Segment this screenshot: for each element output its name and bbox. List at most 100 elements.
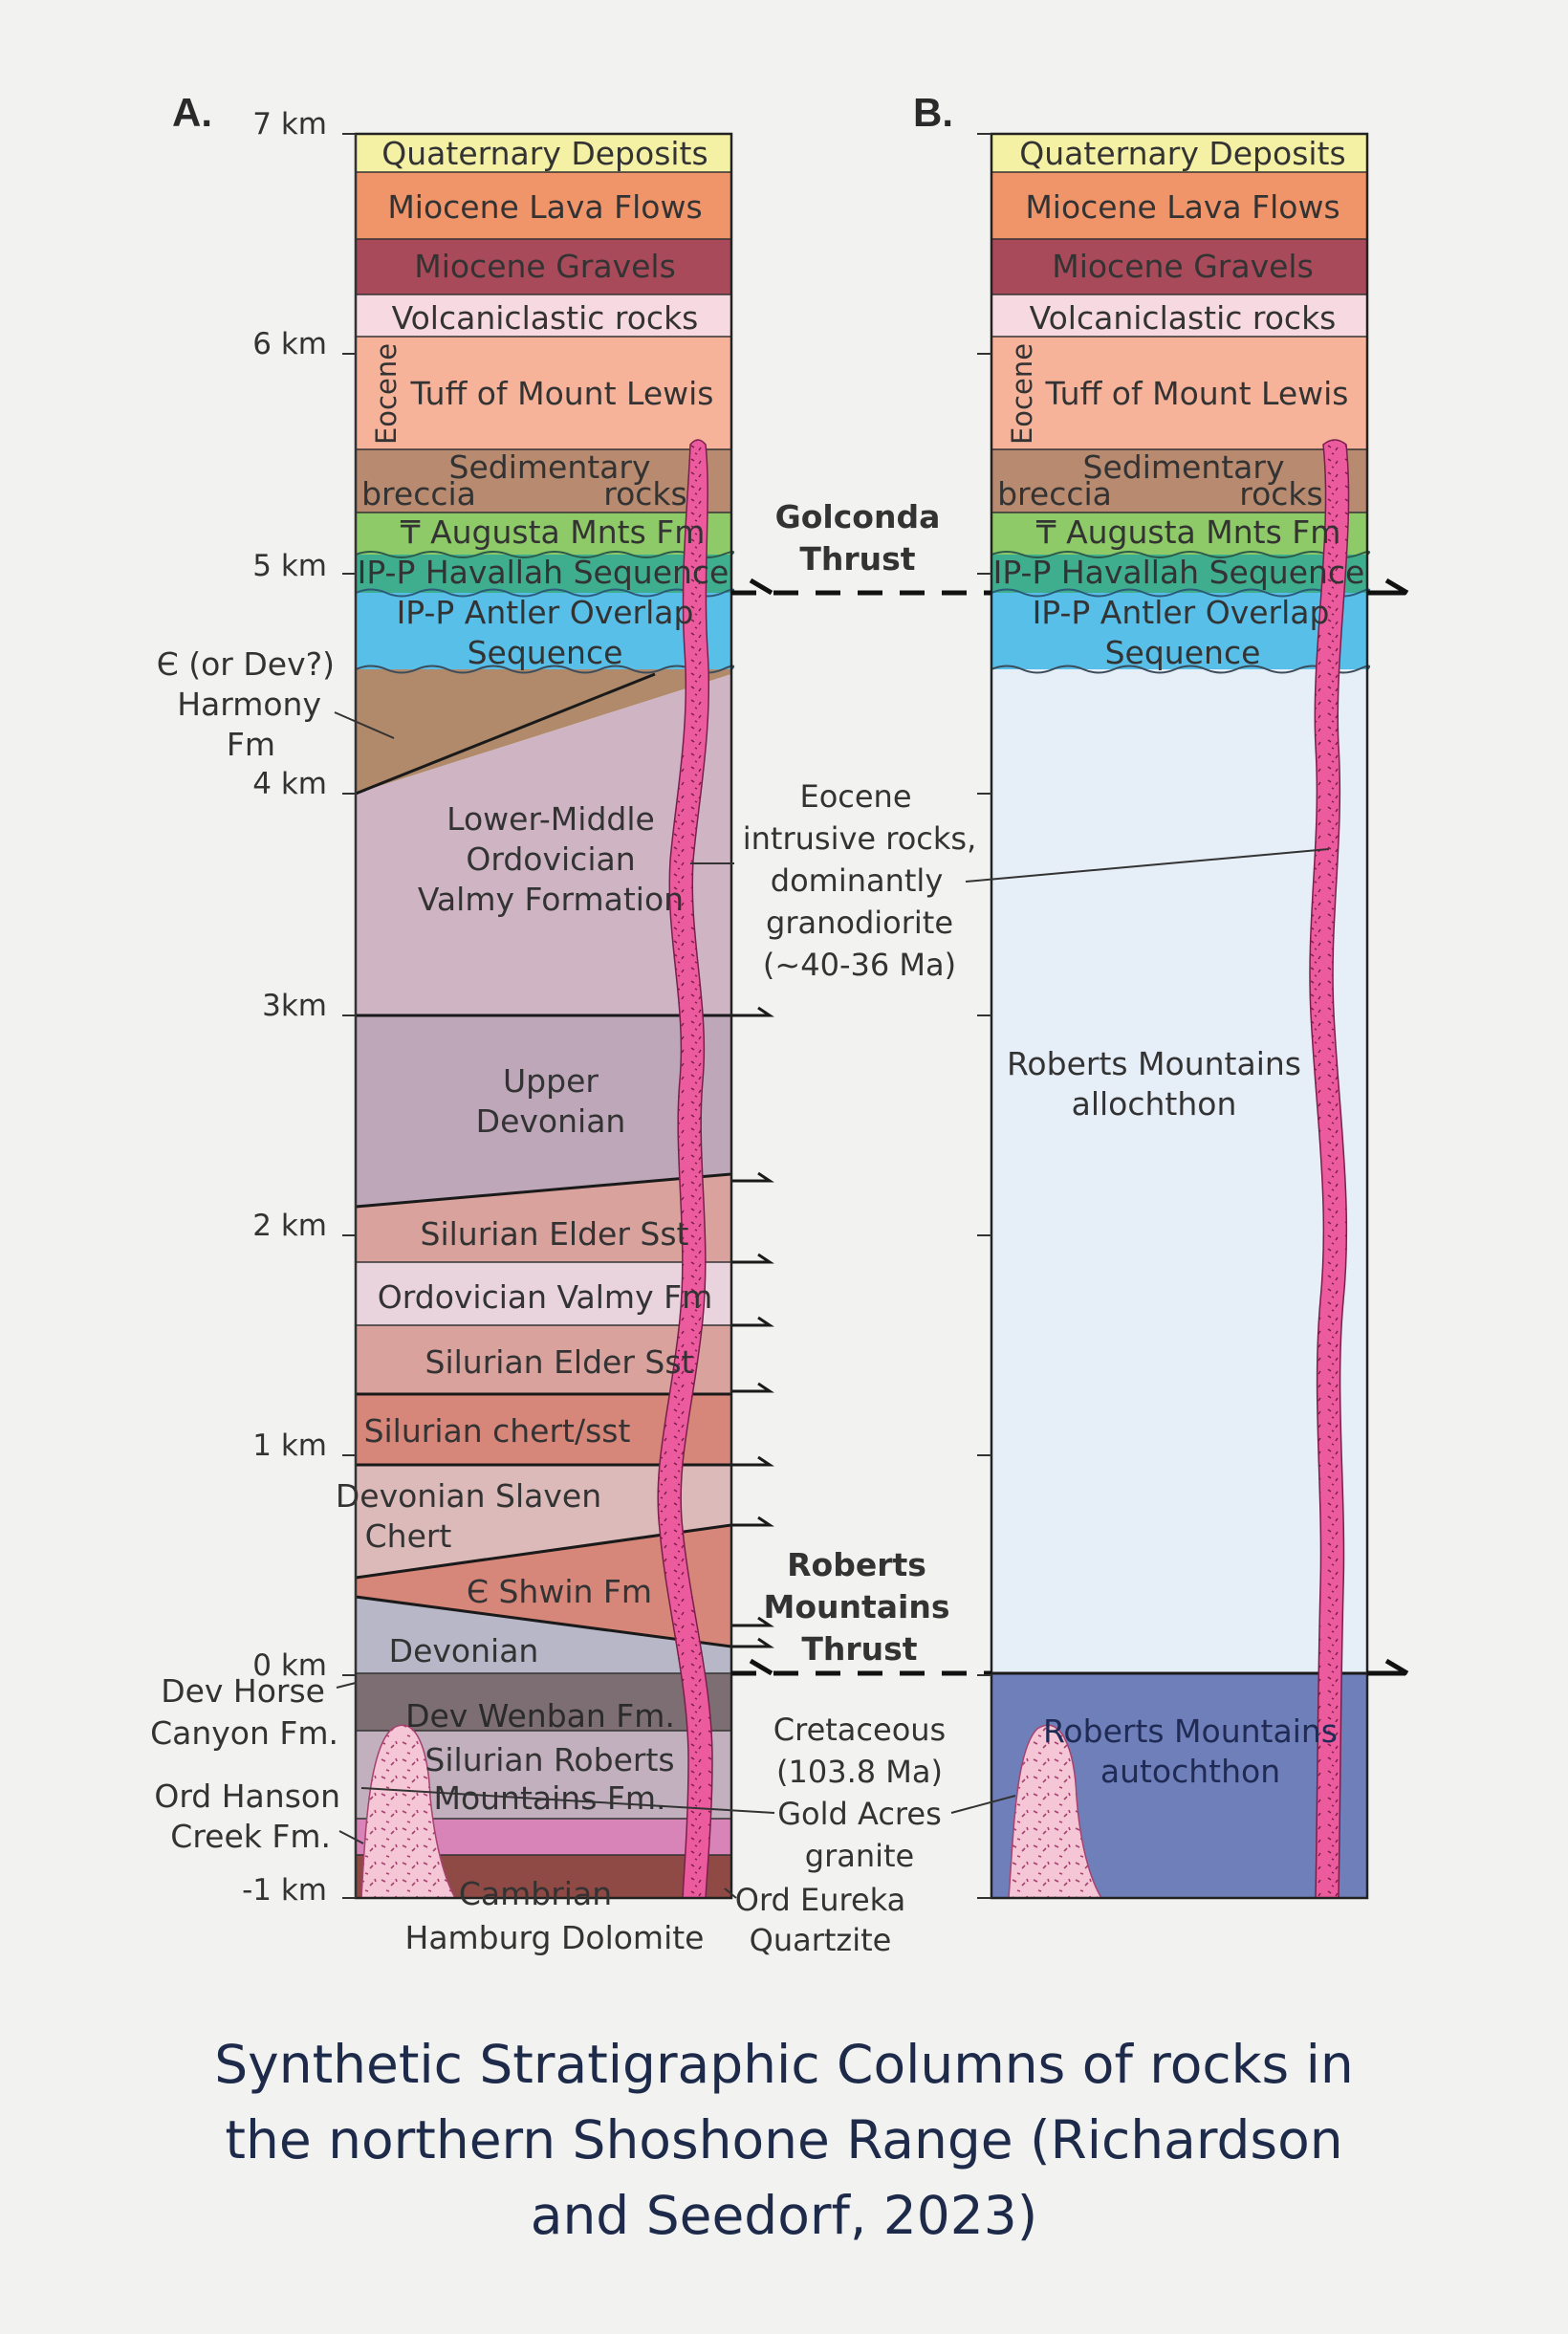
label-upper-devonian-2: Devonian bbox=[476, 1102, 626, 1140]
caption-line-2: the northern Shoshone Range (Richardson bbox=[225, 2109, 1343, 2170]
axis-labels: 7 km 6 km 5 km 4 km 3km 2 km 1 km 0 km -… bbox=[242, 107, 327, 1908]
unit-quaternary-b bbox=[991, 134, 1367, 172]
unit-elder-1 bbox=[356, 1174, 731, 1262]
unit-antler bbox=[356, 593, 731, 669]
eocene-dike-b bbox=[1309, 439, 1350, 1899]
label-devonian: Devonian bbox=[389, 1632, 539, 1669]
label-tuff: Tuff of Mount Lewis bbox=[410, 375, 714, 412]
label-hanson-2: Creek Fm. bbox=[170, 1818, 331, 1855]
label-breccia: breccia bbox=[361, 475, 476, 513]
unit-miocene-lava-b bbox=[991, 172, 1367, 239]
tick-7km: 7 km bbox=[252, 107, 327, 142]
label-eocene: Eocene bbox=[370, 343, 403, 445]
label-srm-2: Mountains Fm. bbox=[433, 1779, 665, 1817]
unit-antler-b bbox=[991, 593, 1367, 669]
unit-slaven bbox=[356, 1465, 731, 1578]
label-slaven-2: Chert bbox=[365, 1517, 452, 1555]
unit-quaternary bbox=[356, 134, 731, 172]
label-augusta: ₸ Augusta Mnts Fm bbox=[401, 513, 706, 551]
figure-caption: Synthetic Stratigraphic Columns of rocks… bbox=[0, 2027, 1568, 2254]
unit-ordovician-valmy bbox=[356, 1262, 731, 1325]
caption-line-3: and Seedorf, 2023) bbox=[530, 2185, 1038, 2246]
label-allochthon-2: allochthon bbox=[1072, 1085, 1237, 1123]
tick-6km: 6 km bbox=[252, 327, 327, 361]
label-harmony-3: Fm bbox=[227, 726, 275, 763]
unit-miocene-gravels-b bbox=[991, 239, 1367, 294]
label-valmy-3: Valmy Formation bbox=[418, 881, 684, 918]
unit-havallah-b bbox=[991, 555, 1367, 593]
label-miocene-lava: Miocene Lava Flows bbox=[387, 188, 702, 226]
label-autochthon-1: Roberts Mountains bbox=[1043, 1712, 1338, 1750]
label-havallah-b: IP-P Havallah Sequence bbox=[993, 554, 1365, 591]
unit-valmy bbox=[356, 674, 731, 1015]
label-harmony-1: Є (or Dev?) bbox=[157, 645, 335, 683]
label-tuff-b: Tuff of Mount Lewis bbox=[1045, 375, 1349, 412]
unit-harmony bbox=[356, 669, 731, 794]
tick-0km: 0 km bbox=[252, 1648, 327, 1683]
unit-elder-2 bbox=[356, 1325, 731, 1394]
tick-2km: 2 km bbox=[252, 1209, 327, 1243]
rmt-label-2: Mountains bbox=[764, 1588, 950, 1625]
label-ordovician-valmy: Ordovician Valmy Fm bbox=[378, 1278, 712, 1316]
unit-volcaniclastic-b bbox=[991, 294, 1367, 337]
label-chert: Silurian chert/sst bbox=[364, 1412, 631, 1450]
unit-havallah bbox=[356, 555, 731, 593]
unit-tuff-b bbox=[991, 337, 1367, 449]
caption-line-1: Synthetic Stratigraphic Columns of rocks… bbox=[214, 2034, 1354, 2095]
unit-shwin bbox=[356, 1525, 731, 1647]
cretaceous-3: Gold Acres bbox=[777, 1796, 941, 1832]
label-augusta-b: ₸ Augusta Mnts Fm bbox=[1036, 513, 1341, 551]
golconda-thrust-label-1: Golconda bbox=[775, 498, 941, 535]
eocene-intrusive-1: Eocene bbox=[799, 778, 911, 815]
label-srm-1: Silurian Roberts bbox=[425, 1741, 674, 1778]
label-shwin: Є Shwin Fm bbox=[467, 1573, 652, 1610]
label-elder-2: Silurian Elder Sst bbox=[425, 1343, 694, 1381]
label-miocene-lava-b: Miocene Lava Flows bbox=[1025, 188, 1339, 226]
label-cambrian-1: Cambrian bbox=[459, 1875, 612, 1912]
unit-devonian bbox=[356, 1597, 731, 1673]
unit-allochthon bbox=[991, 669, 1367, 1673]
eocene-intrusive-2: intrusive rocks, bbox=[743, 820, 977, 857]
tick-3km: 3km bbox=[262, 989, 327, 1023]
cretaceous-2: (103.8 Ma) bbox=[776, 1754, 943, 1790]
label-quaternary-b: Quaternary Deposits bbox=[1019, 135, 1345, 172]
roberts-mountains-thrust-line bbox=[731, 1658, 1409, 1676]
label-miocene-gravels: Miocene Gravels bbox=[414, 248, 676, 285]
label-upper-devonian-1: Upper bbox=[503, 1062, 599, 1100]
tick-minus1km: -1 km bbox=[242, 1873, 327, 1908]
label-antler-1: IP-P Antler Overlap bbox=[397, 594, 694, 631]
unit-upper-devonian bbox=[356, 1015, 731, 1207]
label-sedimentary-b: Sedimentary bbox=[1083, 448, 1285, 486]
eocene-dike-a bbox=[657, 439, 713, 1899]
label-volcaniclastic: Volcaniclastic rocks bbox=[392, 299, 699, 337]
tick-1km: 1 km bbox=[252, 1429, 327, 1463]
label-valmy-1: Lower-Middle bbox=[446, 800, 655, 838]
label-elder-1: Silurian Elder Sst bbox=[421, 1215, 689, 1253]
eocene-intrusive-3: dominantly bbox=[771, 862, 944, 899]
unit-augusta-b bbox=[991, 513, 1367, 555]
label-havallah: IP-P Havallah Sequence bbox=[358, 554, 730, 591]
panel-label-a: A. bbox=[172, 90, 212, 135]
unit-wenban bbox=[356, 1673, 731, 1731]
label-eocene-b: Eocene bbox=[1006, 343, 1038, 445]
rmt-label-3: Thrust bbox=[801, 1630, 917, 1668]
label-rocks-b: rocks bbox=[1239, 475, 1322, 513]
label-autochthon-2: autochthon bbox=[1100, 1753, 1280, 1790]
depth-axis bbox=[334, 133, 1330, 1899]
label-wenban: Dev Wenban Fm. bbox=[405, 1697, 675, 1734]
label-antler-2-b: Sequence bbox=[1105, 634, 1261, 671]
middle-labels: Golconda Thrust Eocene intrusive rocks, … bbox=[735, 498, 977, 1958]
unit-tuff bbox=[356, 337, 731, 449]
label-sedimentary: Sedimentary bbox=[449, 448, 651, 486]
unit-sedimentary bbox=[356, 449, 731, 513]
label-horse-2: Canyon Fm. bbox=[150, 1714, 338, 1752]
column-a-labels: Quaternary Deposits Miocene Lava Flows M… bbox=[336, 135, 729, 1956]
unit-volcaniclastic bbox=[356, 294, 731, 337]
label-valmy-2: Ordovician bbox=[466, 840, 635, 878]
eocene-intrusive-5: (~40-36 Ma) bbox=[763, 947, 956, 983]
left-labels: Є (or Dev?) Harmony Fm Dev Horse Canyon … bbox=[150, 645, 340, 1855]
label-cambrian-2: Hamburg Dolomite bbox=[405, 1919, 705, 1956]
eocene-intrusive-4: granodiorite bbox=[766, 905, 953, 941]
label-breccia-b: breccia bbox=[997, 475, 1112, 513]
